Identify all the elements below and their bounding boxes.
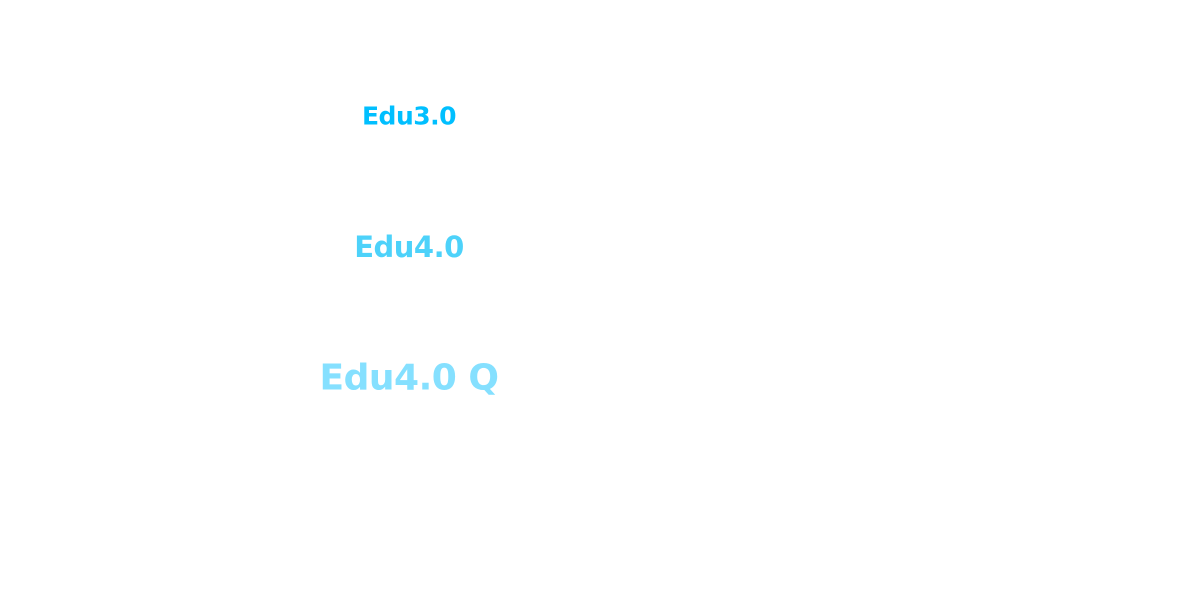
label-edu4: Edu4.0 — [354, 230, 464, 264]
label-edu3: Edu3.0 — [361, 101, 457, 131]
label-edu4-q: Edu4.0 Q — [319, 357, 499, 399]
